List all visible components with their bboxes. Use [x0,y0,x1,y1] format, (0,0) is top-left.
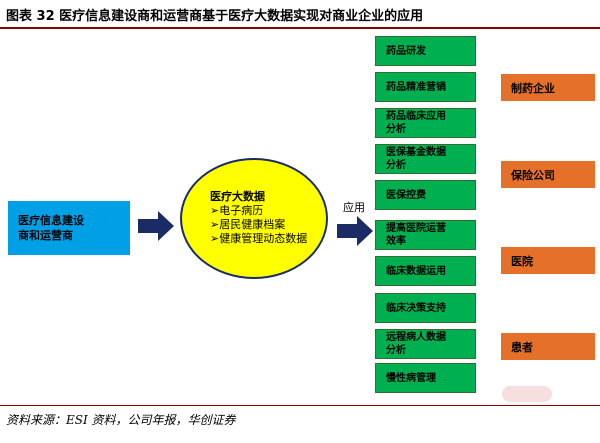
application-line: 临床决策支持 [386,302,446,314]
application-box: 远程病人数据 分析 [375,329,476,359]
ellipse-item: ➢电子病历 [210,204,264,217]
application-line: 药品临床应用 [386,111,446,122]
application-box: 临床决策支持 [375,293,476,323]
beneficiary-hospital: 医院 [501,247,595,274]
application-line: 远程病人数据 [386,332,446,343]
application-box: 临床数据运用 [375,256,476,286]
left-box-line: 医疗信息建设 [18,213,84,227]
application-line: 分析 [386,124,406,135]
watermark [502,386,552,402]
application-box: 慢性病管理 [375,363,476,393]
beneficiary-patient: 患者 [501,333,595,360]
application-box: 医保控费 [375,180,476,210]
title-divider [0,27,600,29]
beneficiary-pharma: 制药企业 [501,74,595,101]
application-line: 药品研发 [386,45,426,57]
application-line: 药品精准营销 [386,81,446,93]
application-box: 医保基金数据 分析 [375,144,476,174]
ellipse-item: ➢健康管理动态数据 [210,232,308,245]
ellipse-heading: 医疗大数据 [210,190,265,203]
beneficiary-insurance: 保险公司 [501,161,595,188]
footer-divider [0,405,600,406]
info-builder-operator-box: 医疗信息建设 商和运营商 [8,201,130,255]
application-line: 医保控费 [386,189,426,201]
application-box: 药品临床应用 分析 [375,108,476,138]
application-line: 分析 [386,160,406,171]
application-line: 慢性病管理 [386,372,436,384]
figure-title: 图表 32 医疗信息建设商和运营商基于医疗大数据实现对商业企业的应用 [6,9,424,24]
application-box: 药品研发 [375,36,476,66]
left-box-line: 商和运营商 [18,229,73,242]
application-line: 提高医院运营 [386,223,446,234]
apply-label: 应用 [343,201,365,214]
application-line: 医保基金数据 [386,147,446,158]
application-line: 分析 [386,345,406,356]
right-arrow-icon [138,211,174,241]
source-note: 资料来源：ESI 资料，公司年报，华创证券 [6,413,236,427]
application-line: 临床数据运用 [386,265,446,277]
application-box: 药品精准营销 [375,72,476,102]
application-box: 提高医院运营 效率 [375,220,476,250]
right-arrow-icon [337,216,373,246]
ellipse-item: ➢居民健康档案 [210,218,286,231]
medical-big-data-ellipse: 医疗大数据 ➢电子病历 ➢居民健康档案 ➢健康管理动态数据 [180,158,328,279]
application-line: 效率 [386,236,406,247]
